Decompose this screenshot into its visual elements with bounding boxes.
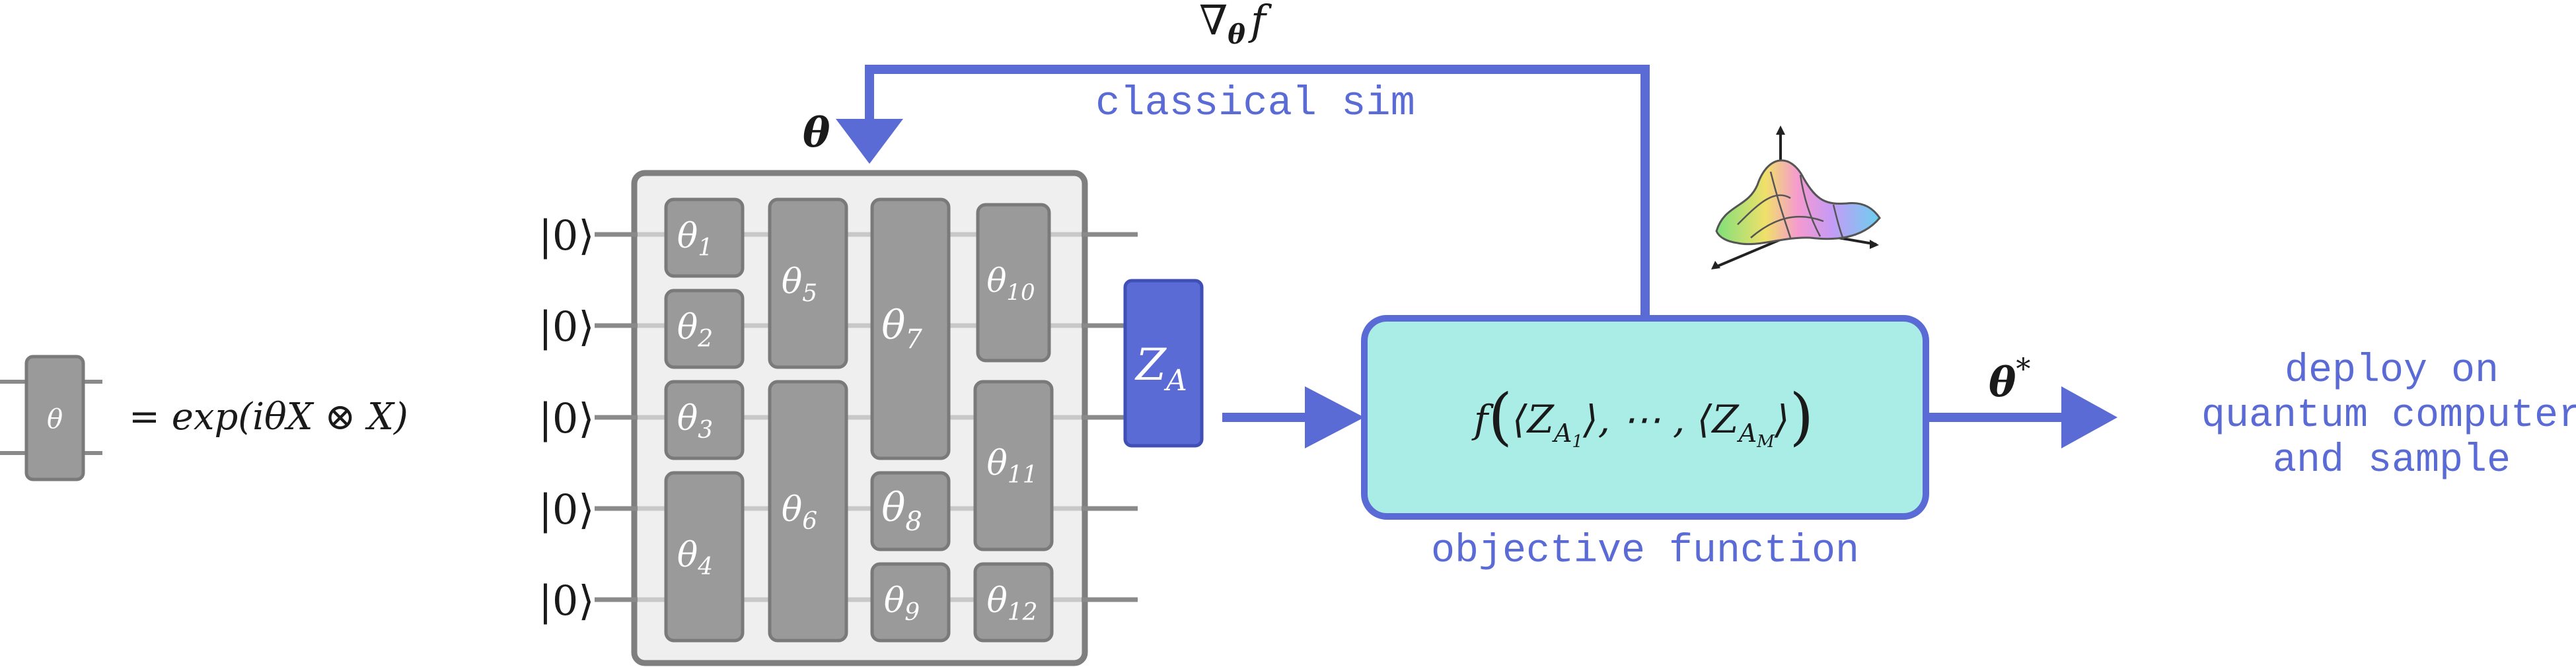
legend-equation: = exp(iθX ⊗ X) <box>129 396 408 439</box>
gate-theta-4 <box>664 471 745 643</box>
gates <box>664 197 1054 643</box>
gate-theta-1 <box>664 197 745 278</box>
gate-label: θ1 <box>677 217 713 262</box>
feedback-arrowhead <box>836 119 903 164</box>
gate-theta-10 <box>976 203 1051 363</box>
gate-label: θ8 <box>881 485 922 537</box>
measurement-box <box>1123 279 1204 448</box>
gate-theta-6 <box>768 380 848 643</box>
objective-expression: f(⟨ZA1⟩, ⋯ , ⟨ZAM⟩) <box>1471 381 1814 453</box>
qubit-label: |0⟩ <box>538 394 595 442</box>
gate-label: θ2 <box>677 308 713 353</box>
qubit-label: |0⟩ <box>538 577 595 625</box>
loss-landscape-icon <box>1711 125 1881 269</box>
gate-theta-12 <box>973 562 1054 643</box>
sim-label: classical sim <box>1095 80 1415 127</box>
gate-label: θ3 <box>677 399 713 444</box>
gate-label: θ4 <box>677 536 713 580</box>
gate-label: θ9 <box>884 581 920 626</box>
params-label: θ <box>803 108 830 157</box>
gate-theta-3 <box>664 380 745 460</box>
gate-theta-2 <box>664 289 745 369</box>
output-arrow: θ* <box>1928 353 2117 448</box>
theta-star-label: θ* <box>1989 353 2030 406</box>
gate-legend: θ = exp(iθX ⊗ X) <box>0 355 408 481</box>
objective-block: f(⟨ZA1⟩, ⋯ , ⟨ZAM⟩) objective function <box>1361 315 1929 574</box>
feedback-path <box>865 65 1650 318</box>
gate-theta-11 <box>973 380 1054 551</box>
legend-gate <box>24 355 85 481</box>
deploy-text: deploy on quantum computer and sample <box>2201 349 2576 483</box>
gate-label: θ12 <box>986 581 1037 626</box>
gate-label: θ6 <box>782 490 817 535</box>
gate-label: θ5 <box>782 262 817 307</box>
gate-labels: θ1 θ2 θ3 θ4 θ5 θ6 θ7 θ8 θ9 θ10 θ11 θ12 <box>677 217 1038 626</box>
legend-gate-label: θ <box>47 404 63 435</box>
gate-label: θ7 <box>881 302 922 355</box>
measurement-block: ZA <box>1123 279 1204 448</box>
qubit-labels: |0⟩ |0⟩ |0⟩ |0⟩ |0⟩ <box>538 211 595 625</box>
arrow-to-objective <box>1222 386 1364 448</box>
objective-caption: objective function <box>1431 529 1859 574</box>
gate-theta-8 <box>870 471 951 551</box>
qubit-label: |0⟩ <box>538 211 595 260</box>
deploy-line: quantum computer <box>2201 394 2576 439</box>
gate-label: θ10 <box>986 262 1035 306</box>
measurement-label: ZA <box>1134 339 1187 398</box>
gate-theta-5 <box>768 197 848 369</box>
qubit-label: |0⟩ <box>538 485 595 534</box>
qubit-label: |0⟩ <box>538 302 595 351</box>
deploy-line: deploy on <box>2285 349 2499 394</box>
deploy-line: and sample <box>2273 439 2511 483</box>
gate-theta-9 <box>870 562 951 643</box>
gate-theta-7 <box>870 197 951 460</box>
circuit-block: |0⟩ |0⟩ |0⟩ |0⟩ |0⟩ θ1 θ2 θ3 θ4 <box>538 108 1138 666</box>
gate-label: θ11 <box>986 444 1037 489</box>
